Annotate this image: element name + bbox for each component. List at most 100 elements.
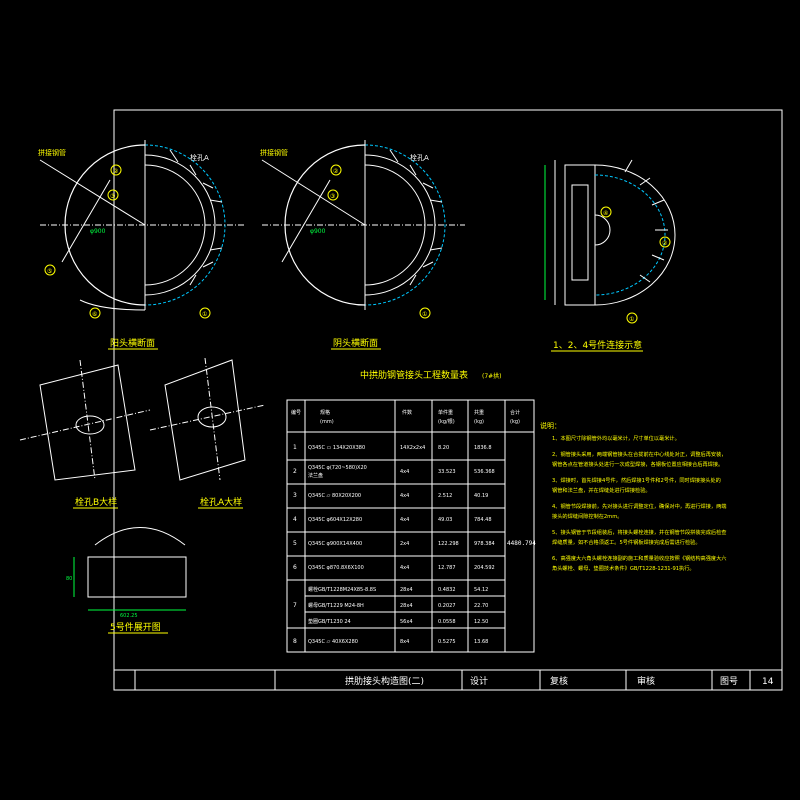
- leader-label-view2: 拼接钢管: [260, 148, 288, 157]
- check-label: 复核: [550, 675, 568, 687]
- table-row-count: 56x4: [400, 619, 413, 625]
- callout-2-view3: ②: [662, 240, 668, 247]
- phi-label-view1: φ900: [90, 228, 106, 235]
- table-row-total-weight: 1836.8: [474, 445, 492, 451]
- table-row-no: 1: [293, 444, 297, 451]
- table-header-cell: 件数: [402, 409, 412, 416]
- table-row-unit-weight: 0.5275: [438, 639, 456, 645]
- table-row-spec: Q345C ▭ 134X20X380: [308, 445, 365, 451]
- table-row-count: 28x4: [400, 603, 413, 609]
- view3-title: 1、2、4号件连接示意: [553, 339, 642, 351]
- table-row-no: 3: [293, 492, 297, 499]
- table-row-count: 4x4: [400, 469, 409, 475]
- table-row-no: 4: [293, 516, 297, 523]
- table-row-count: 4x4: [400, 493, 409, 499]
- table-row-unit-weight: 49.03: [438, 517, 452, 523]
- callout-6-view1: ⑥: [92, 311, 97, 318]
- note-item-5: 焊缝质量，如不合格须返工。5号件钢板焊接完成后需进行检验。: [552, 538, 701, 546]
- table-row-spec: 垫圈GB/T1230 24: [308, 618, 351, 625]
- table-row-count: 4x4: [400, 565, 409, 571]
- table-row-no: 7: [293, 602, 297, 609]
- table-row-spec: Q345C ▱ 40X6X280: [308, 639, 358, 645]
- review-label: 审核: [637, 675, 655, 687]
- table-row-spec: Q345C φ900X14X400: [308, 541, 362, 547]
- table-row-unit-weight: 2.512: [438, 493, 452, 499]
- table-header-cell: (kg/根): [438, 418, 455, 425]
- note-item-1: 1、本图尺寸除钢管外均以毫米计，尺寸单位以毫米计。: [552, 434, 680, 442]
- note-item-4: 接头的焊缝间隙控制在2mm。: [552, 512, 622, 520]
- table-row-count: 4x4: [400, 517, 409, 523]
- note-item-3: 3、焊接时，首先焊接4号件，然后焊接1号件和2号件，同时焊接接头处的: [552, 476, 721, 484]
- notes-block: 说明： 1、本图尺寸除钢管外均以毫米计，尺寸单位以毫米计。2、钢管接头采用，两端…: [540, 421, 727, 572]
- view-female-joint-section: ② ③ ① 拼接钢管 栓孔A φ900 阴头横断面: [260, 140, 465, 350]
- table-row-spec: 法兰盘: [308, 472, 323, 479]
- part5-height-dim: 80: [66, 576, 72, 582]
- table-grand-total: 4480.794: [507, 540, 536, 547]
- table-row-total-weight: 784.48: [474, 517, 492, 523]
- sheet-border: [113, 109, 783, 691]
- sheet-number: 14: [762, 677, 774, 687]
- table-header-cell: 共重: [474, 409, 484, 416]
- callout-4-view3: ④: [603, 210, 608, 217]
- table-row-total-weight: 13.68: [474, 639, 488, 645]
- table-row-unit-weight: 0.2027: [438, 603, 456, 609]
- table-row-spec: 螺母GB/T1229 M24-8H: [308, 602, 364, 609]
- detail-bolt-hole-a: 栓孔A大样: [149, 357, 266, 509]
- table-subtitle: (7#拱): [482, 372, 502, 380]
- table-row-total-weight: 536.368: [474, 469, 495, 475]
- note-item-3: 钢管和法兰盘，并在焊缝处进行焊接检验。: [552, 486, 651, 494]
- table-row-total-weight: 22.70: [474, 603, 488, 609]
- table-row-no: 2: [293, 468, 297, 475]
- table-row-unit-weight: 122.298: [438, 541, 459, 547]
- table-row-total-weight: 12.50: [474, 619, 488, 625]
- table-row-count: 8x4: [400, 639, 409, 645]
- table-row-spec: Q345C ▱ 80X20X200: [308, 493, 361, 499]
- table-header-cell: (kg): [510, 419, 520, 425]
- view1-title: 阳头横断面: [110, 337, 155, 349]
- design-label: 设计: [470, 675, 488, 687]
- table-row-total-weight: 54.12: [474, 587, 488, 593]
- table-header-cell: 合计: [510, 409, 520, 416]
- table-row-unit-weight: 0.0558: [438, 619, 456, 625]
- table-header-cell: 单件重: [438, 409, 453, 416]
- table-row-spec: Q345C φ604X12X280: [308, 517, 362, 523]
- table-header-cell: 编号: [291, 409, 301, 416]
- note-item-6: 6、高强度大六角头螺栓连接副的施工和质量验收应按照《钢结构高强度大六: [552, 554, 727, 562]
- table-row-no: 5: [293, 540, 297, 547]
- view2-title: 阴头横断面: [333, 337, 378, 349]
- bolt-hole-label-view2: 栓孔A: [410, 153, 429, 162]
- detail-b-title: 栓孔B大样: [75, 496, 117, 508]
- detail-a-title: 栓孔A大样: [200, 496, 242, 508]
- part5-width-dim: 602.25: [120, 613, 138, 619]
- table-header-cell: (mm): [320, 419, 334, 425]
- table-row-spec: Q345C φ870.8X6X100: [308, 565, 364, 571]
- callout-3-view2: ③: [330, 193, 335, 200]
- callout-1-view3: ①: [629, 316, 634, 323]
- leader-label-view1: 拼接钢管: [38, 148, 66, 157]
- title-block: 拱肋接头构造图(二) 设计 复核 审核 图号 14: [134, 670, 774, 690]
- detail-bolt-hole-b: 栓孔B大样: [19, 359, 151, 509]
- part5-unfolded-view: 602.25 80 5号件展开图: [66, 527, 187, 634]
- part5-title: 5号件展开图: [110, 621, 161, 633]
- callout-2-view1: ②: [113, 168, 119, 175]
- table-row-unit-weight: 12.787: [438, 565, 456, 571]
- note-item-5: 5、接头钢管于节段组装后，将接头螺栓连接，并在钢管节段拼装完成后检查: [552, 528, 727, 536]
- quantity-table: 中拱肋钢管接头工程数量表 (7#拱) 编号规格(mm)件数单件重(kg/根)共重…: [286, 369, 536, 653]
- note-item-2: 钢管各点在管道接头处进行一次成型焊接，各钢板位置应相接合后再焊接。: [552, 460, 723, 468]
- table-row-count: 28x4: [400, 587, 413, 593]
- drawing-name: 拱肋接头构造图(二): [345, 675, 424, 687]
- table-row-spec: 螺栓GB/T1228M24X85-8.8S: [308, 586, 376, 593]
- table-row-unit-weight: 8.20: [438, 445, 449, 451]
- table-title: 中拱肋钢管接头工程数量表: [360, 369, 468, 381]
- sheet-label: 图号: [720, 676, 738, 687]
- table-row-count: 14X2x2x4: [400, 445, 425, 451]
- table-row-no: 6: [293, 564, 297, 571]
- table-row-spec: Q345C φ(720~580)X20: [308, 465, 367, 471]
- table-row-unit-weight: 33.523: [438, 469, 456, 475]
- table-row-total-weight: 40.19: [474, 493, 488, 499]
- note-item-2: 2、钢管接头采用，两端钢管接头在合拢前在中心线处对正，调整后再安装，: [552, 450, 727, 458]
- table-row-unit-weight: 0.4832: [438, 587, 456, 593]
- table-row-total-weight: 978.384: [474, 541, 495, 547]
